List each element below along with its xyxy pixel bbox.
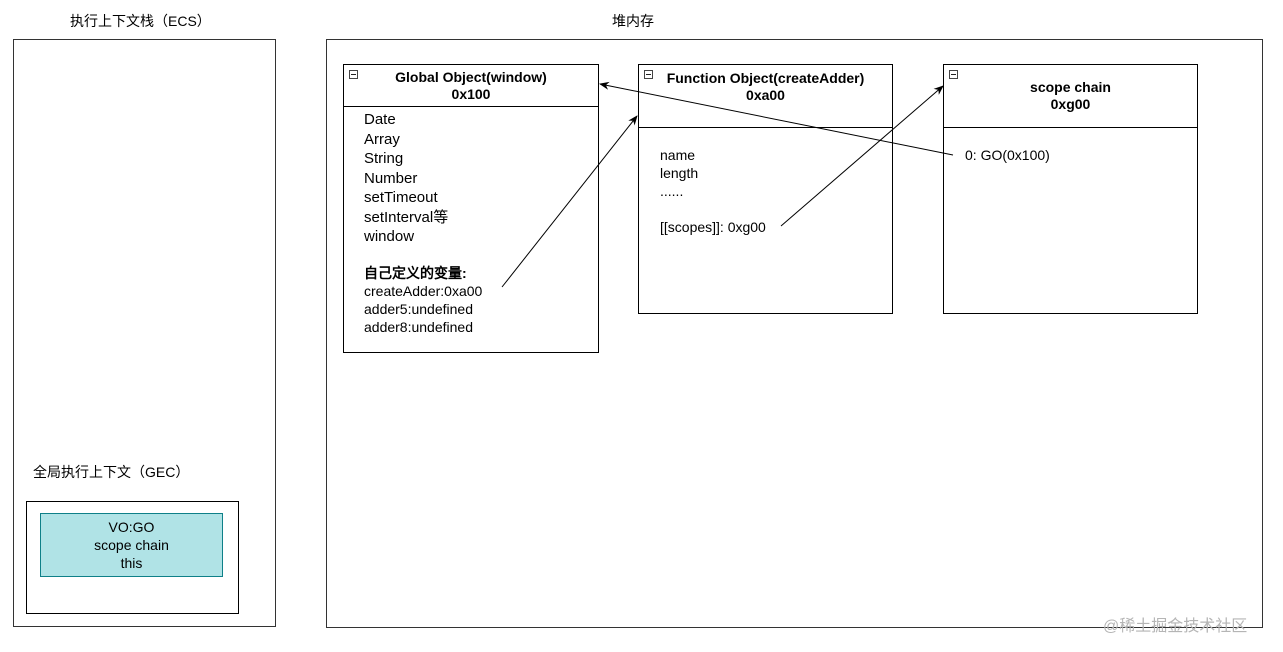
collapse-icon[interactable] <box>949 70 958 79</box>
function-object-fields: name length ...... <box>660 146 698 200</box>
function-object-box: Function Object(createAdder) 0xa00 name … <box>638 64 893 314</box>
scope-chain-box: scope chain 0xg00 0: GO(0x100) <box>943 64 1198 314</box>
collapse-icon[interactable] <box>644 70 653 79</box>
builtin-item: Date <box>364 111 396 128</box>
global-object-box: Global Object(window) 0x100 Date Array S… <box>343 64 599 353</box>
custom-vars-heading: 自己定义的变量: <box>364 265 467 281</box>
global-object-header: Global Object(window) 0x100 <box>344 65 598 107</box>
scope-chain-entry: 0: GO(0x100) <box>965 147 1050 163</box>
global-object-builtins: Date Array String Number setTimeout setI… <box>364 110 448 247</box>
watermark: @稀土掘金技术社区 <box>1103 618 1248 635</box>
custom-var-item: createAdder:0xa00 <box>364 283 483 299</box>
arrow-scope-entry-to-global-object <box>599 81 954 156</box>
function-field: ...... <box>660 183 684 199</box>
ecs-title: 执行上下文栈（ECS） <box>70 13 211 29</box>
heap-title: 堆内存 <box>612 13 654 29</box>
vo-line: VO:GO <box>108 519 155 535</box>
vo-line: this <box>120 555 143 571</box>
vo-box: VO:GO scope chain this <box>40 513 223 577</box>
builtin-item: String <box>364 150 404 167</box>
function-field: length <box>660 165 699 181</box>
scope-chain-address: 0xg00 <box>1050 96 1091 112</box>
global-object-custom-vars: 自己定义的变量: createAdder:0xa00 adder5:undefi… <box>364 264 482 336</box>
function-object-scopes: [[scopes]]: 0xg00 <box>660 219 766 235</box>
arrow-createadder-to-function-object <box>501 115 638 288</box>
builtin-item: Number <box>364 169 418 187</box>
builtin-item: setInterval等 <box>364 208 449 226</box>
custom-var-item: adder5:undefined <box>364 301 473 317</box>
builtin-item: window <box>364 228 415 245</box>
global-object-title: Global Object(window) <box>395 69 547 85</box>
global-object-address: 0x100 <box>451 86 491 102</box>
builtin-item: setTimeout <box>364 189 438 206</box>
builtin-item: Array <box>364 130 400 148</box>
custom-var-item: adder8:undefined <box>364 319 473 335</box>
vo-line: scope chain <box>94 537 169 553</box>
function-object-address: 0xa00 <box>746 87 785 103</box>
arrow-scopes-to-scope-chain <box>780 85 944 227</box>
function-object-header: Function Object(createAdder) 0xa00 <box>639 65 892 128</box>
function-field: name <box>660 147 696 163</box>
collapse-icon[interactable] <box>349 70 358 79</box>
gec-title: 全局执行上下文（GEC） <box>33 464 190 480</box>
function-object-title: Function Object(createAdder) <box>666 70 865 86</box>
scope-chain-header: scope chain 0xg00 <box>944 65 1197 128</box>
scope-chain-title: scope chain <box>1030 79 1111 95</box>
